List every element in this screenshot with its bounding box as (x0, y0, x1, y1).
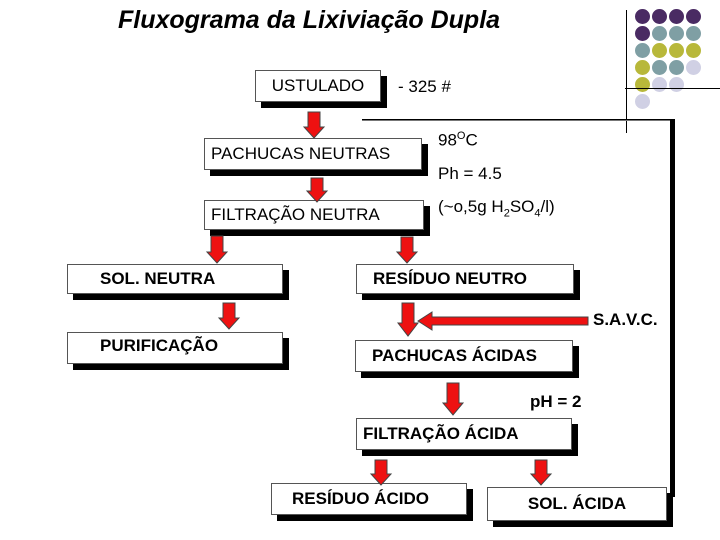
arrow-residuo-to-pachucas-acidas (398, 303, 418, 336)
label-acid-suffix: /l) (541, 197, 555, 216)
decorative-vertical-line (626, 10, 627, 133)
label-temperature-unit: C (465, 131, 477, 150)
decorative-dot (652, 9, 667, 24)
arrow-pachucas-acidas-to-filtracao (443, 383, 463, 415)
decorative-dot (686, 26, 701, 41)
decorative-dot (635, 60, 650, 75)
decorative-dot (686, 60, 701, 75)
arrow-filtracao-to-residuo-acido (371, 460, 391, 485)
arrow-sol-neutra-to-purificacao (219, 303, 239, 329)
box-pachucas-acidas-label: PACHUCAS ÁCIDAS (372, 346, 537, 366)
page-title: Fluxograma da Lixiviação Dupla (118, 6, 500, 35)
arrow-pachucas-to-filtracao (307, 178, 327, 202)
decorative-dot (669, 26, 684, 41)
box-ustulado: USTULADO (255, 70, 381, 102)
decorative-dot (635, 26, 650, 41)
decorative-dot (652, 60, 667, 75)
arrow-filtracao-to-sol-neutra (207, 236, 227, 263)
box-filtracao-neutra: FILTRAÇÃO NEUTRA (204, 200, 424, 230)
decorative-dot (669, 9, 684, 24)
decorative-dot (686, 43, 701, 58)
box-pachucas-acidas: PACHUCAS ÁCIDAS (355, 340, 573, 372)
box-sol-neutra: SOL. NEUTRA (67, 264, 283, 294)
box-filtracao-acida-label: FILTRAÇÃO ÁCIDA (363, 424, 519, 444)
box-purificacao: PURIFICAÇÃO (67, 332, 283, 364)
box-ustulado-label: USTULADO (272, 76, 365, 96)
decorative-dot (686, 9, 701, 24)
box-residuo-neutro: RESÍDUO NEUTRO (356, 264, 574, 294)
decorative-dot (652, 43, 667, 58)
decorative-dot (669, 77, 684, 92)
box-sol-acida-label: SOL. ÁCIDA (528, 494, 626, 514)
box-filtracao-acida: FILTRAÇÃO ÁCIDA (356, 418, 572, 450)
label-temperature-value: 98 (438, 131, 457, 150)
decorative-dot (635, 77, 650, 92)
label-temperature: 98OC (438, 130, 478, 151)
decorative-dot (635, 94, 650, 109)
label-ph-neutral: Ph = 4.5 (438, 164, 502, 184)
feedback-line-top-shadow (362, 120, 674, 121)
decorative-dot (652, 77, 667, 92)
box-residuo-acido-label: RESÍDUO ÁCIDO (292, 489, 429, 509)
label-ph-acid: pH = 2 (530, 392, 582, 412)
label-savc: S.A.V.C. (593, 310, 658, 330)
arrow-filtracao-to-sol-acida (531, 460, 551, 485)
box-filtracao-neutra-label: FILTRAÇÃO NEUTRA (211, 205, 380, 225)
label-mesh: - 325 # (398, 77, 451, 97)
arrow-ustulado-to-pachucas (304, 112, 324, 138)
decorative-dot (635, 9, 650, 24)
box-pachucas-neutras-label: PACHUCAS NEUTRAS (211, 144, 390, 164)
box-residuo-acido: RESÍDUO ÁCIDO (271, 483, 467, 515)
arrow-savc-to-pachucas-acidas (418, 312, 588, 330)
box-pachucas-neutras: PACHUCAS NEUTRAS (204, 138, 422, 170)
decorative-horizontal-line (625, 88, 720, 89)
decorative-dot (652, 26, 667, 41)
decorative-dot-grid (635, 9, 720, 119)
feedback-line-right (670, 119, 675, 497)
label-acid-mid: SO (510, 197, 535, 216)
box-purificacao-label: PURIFICAÇÃO (100, 336, 218, 356)
box-sol-neutra-label: SOL. NEUTRA (100, 269, 215, 289)
decorative-dot (635, 43, 650, 58)
arrow-filtracao-to-residuo-neutro (397, 237, 417, 263)
box-sol-acida: SOL. ÁCIDA (487, 487, 667, 521)
decorative-dot (669, 60, 684, 75)
label-acid-prefix: (~o,5g H (438, 197, 504, 216)
label-acid-concentration: (~o,5g H2SO4/l) (438, 197, 555, 219)
box-residuo-neutro-label: RESÍDUO NEUTRO (373, 269, 527, 289)
decorative-dot (669, 43, 684, 58)
